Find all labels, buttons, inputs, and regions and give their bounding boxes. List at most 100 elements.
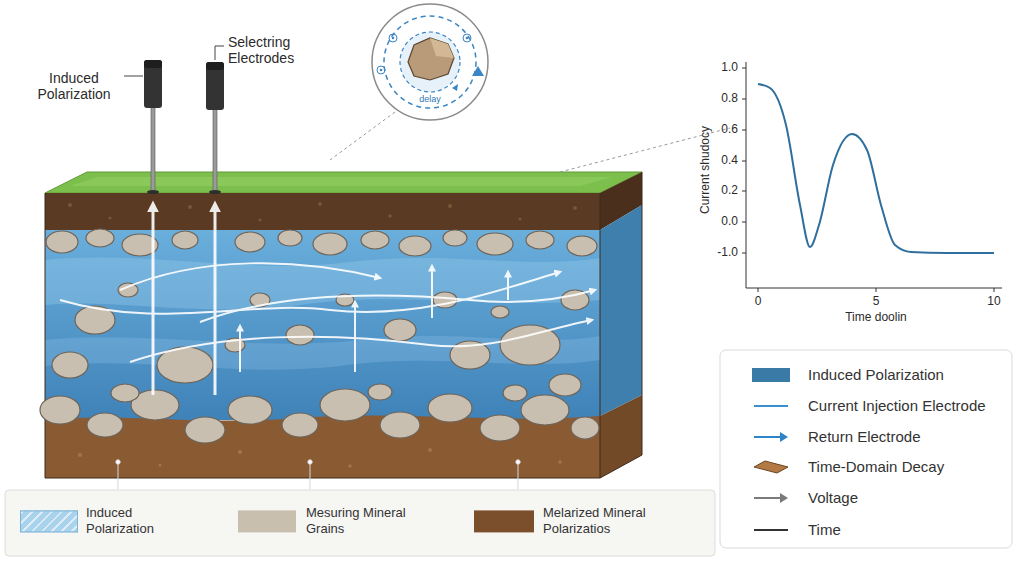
ground-block — [518, 217, 521, 220]
legend-text: Voltage — [808, 489, 858, 507]
gravel — [111, 384, 139, 402]
inset-circle — [463, 34, 471, 42]
legend-entry: Return Electrode — [752, 428, 921, 446]
inset-label: delay — [419, 93, 441, 103]
gravel — [282, 413, 318, 437]
electrode — [209, 190, 221, 194]
legend-text: Mesuring Mineral Grains — [306, 505, 436, 536]
legend-sample — [752, 398, 790, 414]
gravel — [428, 394, 472, 422]
gravel — [384, 319, 416, 341]
inset-circle — [392, 37, 395, 40]
legend-text: Melarized Mineral Polarizatios — [543, 505, 693, 536]
ground-block — [258, 218, 261, 221]
inset-circle — [452, 84, 458, 91]
ground-block — [573, 206, 577, 210]
tick-label: 0.6 — [721, 123, 738, 137]
legend-swatch — [474, 510, 534, 532]
electrode — [151, 106, 155, 192]
gravel — [526, 231, 554, 249]
ground-block — [600, 395, 642, 478]
gravel — [86, 229, 114, 247]
legend-sample — [754, 436, 781, 438]
chart-axis — [758, 288, 994, 292]
ground-block — [68, 202, 577, 222]
legend-entry: Mesuring Mineral Grains — [238, 505, 436, 536]
legend-entry: Induced Polarization — [20, 505, 196, 536]
inset-circle — [472, 66, 484, 76]
legend-text: Induced Polarization — [86, 505, 196, 536]
electrode — [144, 60, 162, 108]
gravel — [87, 413, 123, 437]
ground-block — [45, 172, 642, 193]
ground-block — [318, 202, 322, 206]
legend-sample — [754, 529, 788, 531]
legend-sample — [752, 490, 790, 506]
gravel — [443, 230, 467, 246]
ground-block — [158, 463, 161, 466]
gravel — [480, 415, 520, 441]
legend-pointer — [116, 460, 120, 464]
gravel — [503, 385, 527, 401]
legend-swatch — [20, 510, 78, 532]
legend-sample — [780, 432, 788, 442]
gravel — [286, 325, 314, 345]
ground-block — [45, 230, 600, 420]
inset-circle — [389, 34, 397, 42]
legend-swatch — [752, 368, 790, 382]
legend-pointer — [518, 464, 519, 489]
electrode — [206, 62, 224, 70]
ground-block — [78, 448, 562, 468]
tick-label: 5 — [873, 295, 880, 309]
legend-entry: Induced Polarization — [752, 366, 944, 384]
ground-block — [388, 214, 392, 218]
inset-circle — [380, 69, 383, 72]
tick-label: 0.2 — [721, 184, 738, 198]
gravel — [52, 352, 88, 378]
ground-block — [238, 450, 242, 454]
gravel — [491, 306, 509, 318]
gravel — [500, 325, 560, 365]
ground-block — [188, 205, 192, 209]
current-flow — [200, 290, 595, 322]
legend-entry: Voltage — [752, 489, 858, 507]
legend-sample — [754, 497, 781, 499]
legend-text: Time-Domain Decay — [808, 458, 944, 476]
inset-circle — [372, 4, 488, 120]
legend-sample — [752, 522, 790, 538]
gravel — [320, 389, 370, 421]
ground-block — [45, 193, 600, 230]
legend-pointer — [516, 460, 520, 464]
leader-line — [124, 46, 224, 76]
chart-axis — [746, 62, 1002, 288]
legend-text: Current Injection Electrode — [808, 397, 986, 415]
current-flow — [507, 272, 509, 300]
inset-circle — [400, 32, 460, 92]
ground-block — [78, 453, 82, 457]
ground-block — [348, 464, 352, 468]
electrode — [213, 108, 217, 192]
legend-pointer — [308, 460, 312, 464]
chart-axis — [742, 68, 746, 253]
axis-title: Time doolin — [845, 311, 907, 325]
electrode — [144, 60, 162, 68]
chart-axis — [742, 62, 1002, 292]
legend-text: Return Electrode — [808, 428, 921, 446]
legend-sample — [752, 459, 790, 475]
legend-sample — [754, 405, 788, 407]
legend-sample — [754, 461, 788, 473]
legend-pointer — [116, 460, 520, 489]
electrode-label: Selectring Electrodes — [228, 34, 328, 66]
decay-curve — [758, 84, 994, 253]
legend-pointer — [118, 464, 119, 489]
legend-entry: Melarized Mineral Polarizatios — [474, 505, 693, 536]
current-flow — [152, 204, 155, 395]
ground-block — [448, 204, 452, 208]
current-flow — [431, 266, 433, 318]
gravel — [185, 417, 225, 443]
current-flow — [239, 326, 241, 372]
gravel — [361, 231, 389, 249]
inset-circle — [330, 112, 395, 160]
